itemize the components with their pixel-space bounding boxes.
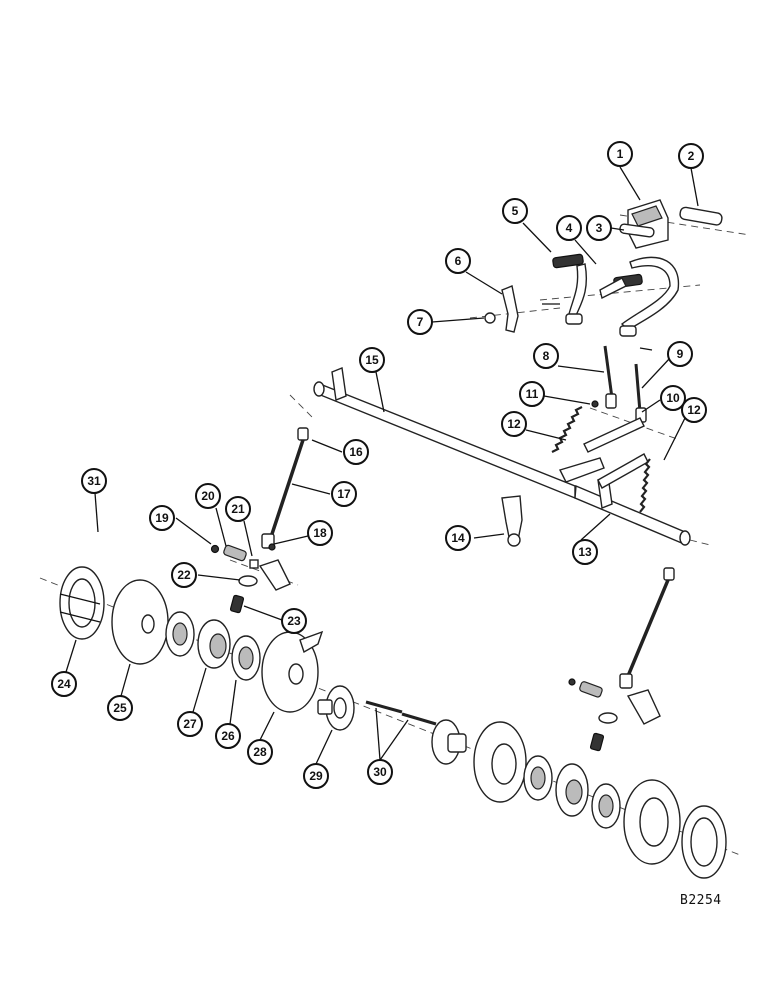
svg-text:12: 12 [687,403,701,417]
svg-text:12: 12 [507,417,521,431]
svg-text:18: 18 [313,526,327,540]
callout-18: 18 [307,520,333,546]
callout-3: 3 [586,215,612,241]
callout-4: 4 [556,215,582,241]
callout-12-left: 12 [501,411,527,437]
svg-text:28: 28 [253,745,267,759]
callout-13: 13 [572,539,598,565]
cam-lever-left [210,544,291,614]
callout-9: 9 [667,341,693,367]
callout-28: 28 [247,739,273,765]
callout-30: 30 [367,759,393,785]
callout-24: 24 [51,671,77,697]
svg-text:29: 29 [309,769,323,783]
callout-27: 27 [177,711,203,737]
callout-12-right: 12 [681,397,707,423]
svg-text:5: 5 [512,204,519,218]
right-brake-assembly [431,719,727,879]
left-brake-rod [261,427,309,551]
callout-23: 23 [281,608,307,634]
callout-8: 8 [533,343,559,369]
drawing-number: B2254 [680,893,722,908]
callout-31: 31 [81,468,107,494]
svg-text:7: 7 [417,315,424,329]
svg-text:19: 19 [155,511,169,525]
cross-shaft [313,367,691,546]
svg-text:14: 14 [451,531,465,545]
svg-text:21: 21 [231,502,245,516]
callout-26: 26 [215,723,241,749]
svg-text:30: 30 [373,765,387,779]
svg-text:22: 22 [177,568,191,582]
svg-text:23: 23 [287,614,301,628]
callout-1: 1 [607,141,633,167]
svg-text:2: 2 [688,149,695,163]
callout-15: 15 [359,347,385,373]
parking-latch [484,285,519,333]
svg-text:26: 26 [221,729,235,743]
svg-text:11: 11 [526,387,539,401]
svg-text:15: 15 [365,353,379,367]
svg-text:25: 25 [113,701,127,715]
svg-text:8: 8 [543,349,550,363]
callout-5: 5 [502,198,528,224]
lever-arm [501,495,523,547]
svg-text:17: 17 [337,487,351,501]
callout-11: 11 [519,381,545,407]
callout-7: 7 [407,309,433,335]
callout-19: 19 [149,505,175,531]
callout-20: 20 [195,483,221,509]
right-brake-rod [619,567,675,689]
return-springs [551,406,651,513]
callouts: 1 2 3 4 5 6 7 8 9 10 11 12 12 13 14 15 1… [51,141,707,789]
svg-text:3: 3 [596,221,603,235]
svg-text:13: 13 [578,545,592,559]
callout-2: 2 [678,143,704,169]
callout-10: 10 [660,385,686,411]
callout-29: 29 [303,763,329,789]
svg-text:27: 27 [183,717,197,731]
svg-text:16: 16 [349,445,363,459]
callout-17: 17 [331,481,357,507]
svg-text:20: 20 [201,489,215,503]
svg-text:1: 1 [617,147,624,161]
left-brake-assembly [59,566,355,731]
axle-bolts [365,700,437,726]
cam-lever-right [568,678,661,752]
brake-pedals [542,253,680,351]
svg-text:24: 24 [57,677,71,691]
svg-text:6: 6 [455,254,462,268]
callout-leaders [65,166,699,765]
callout-22: 22 [171,562,197,588]
pedal-bracket [619,199,723,249]
callout-6: 6 [445,248,471,274]
callout-16: 16 [343,439,369,465]
callout-21: 21 [225,496,251,522]
svg-text:4: 4 [566,221,573,235]
callout-25: 25 [107,695,133,721]
svg-text:31: 31 [87,474,101,488]
svg-text:9: 9 [677,347,684,361]
brake-rods-upper [591,345,647,423]
callout-14: 14 [445,525,471,551]
svg-text:10: 10 [666,391,680,405]
